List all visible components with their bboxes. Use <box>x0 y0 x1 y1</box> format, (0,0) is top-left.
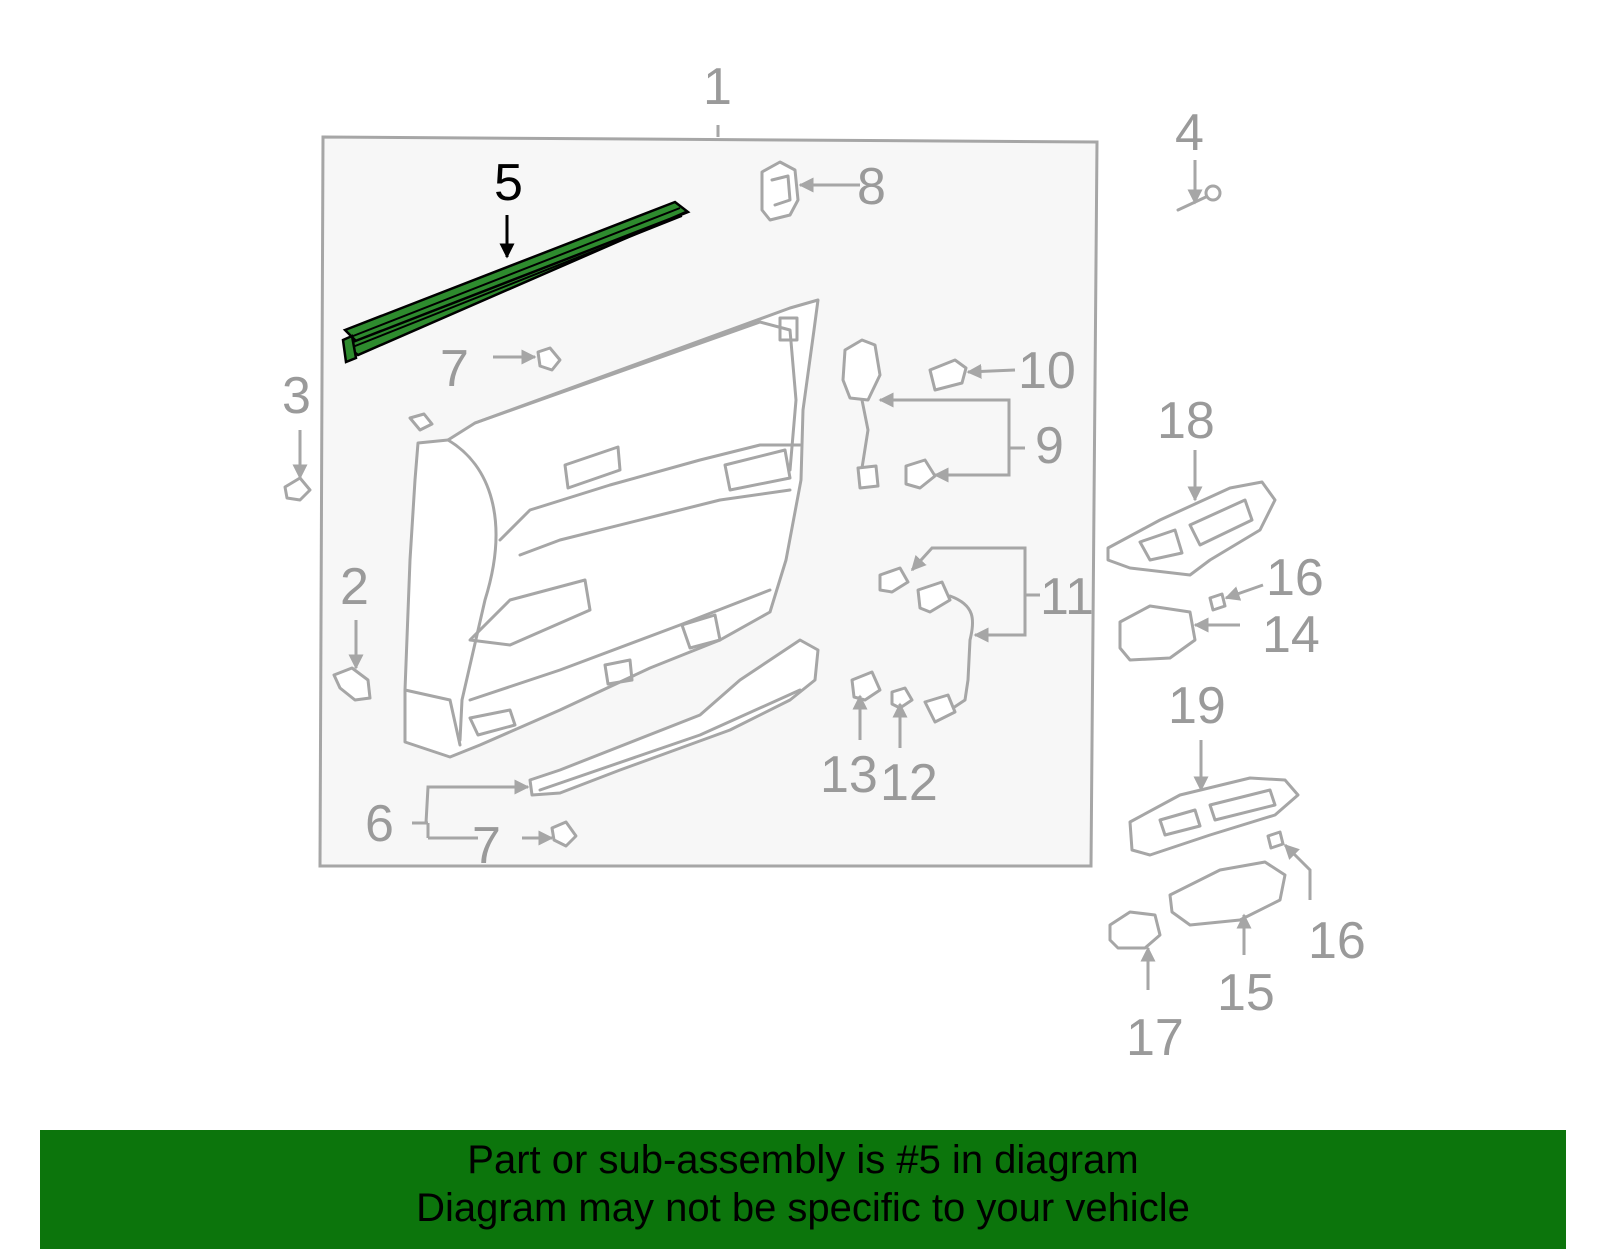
footer-line-part-info: Part or sub-assembly is #5 in diagram <box>467 1138 1139 1182</box>
callout-8: 8 <box>857 158 886 216</box>
panel-clip <box>408 412 434 432</box>
part-8-bezel <box>760 160 800 222</box>
part-16-lower-clip <box>1266 830 1285 850</box>
callout-15: 15 <box>1217 964 1275 1022</box>
callout-3: 3 <box>282 367 311 425</box>
callout-6: 6 <box>365 795 394 853</box>
callout-7-upper: 7 <box>440 340 469 398</box>
callout-19: 19 <box>1168 677 1226 735</box>
part-15-switch <box>1168 860 1287 927</box>
callout-16-lower: 16 <box>1308 912 1366 970</box>
callout-13: 13 <box>820 746 878 804</box>
part-7-upper-screw <box>536 346 562 372</box>
callout-14: 14 <box>1262 606 1320 664</box>
part-5-weatherstrip[interactable] <box>341 200 691 364</box>
footer-line-disclaimer: Diagram may not be specific to your vehi… <box>416 1186 1190 1230</box>
callout-2: 2 <box>340 558 369 616</box>
part-16-upper-clip <box>1208 592 1227 612</box>
part-7-lower-screw <box>550 820 578 848</box>
door-trim-panel <box>403 298 820 759</box>
part-11-harness <box>878 566 974 724</box>
callout-9: 9 <box>1035 417 1064 475</box>
callout-5: 5 <box>494 154 523 212</box>
part-17-switch <box>1108 910 1162 950</box>
part-19-bezel <box>1128 776 1300 857</box>
callout-16-upper: 16 <box>1266 549 1324 607</box>
part-10-insert <box>928 358 968 392</box>
part-9-handle <box>841 338 937 490</box>
part-18-bezel <box>1106 480 1277 577</box>
part-13-connector <box>850 670 882 702</box>
callout-18: 18 <box>1157 392 1215 450</box>
callout-10: 10 <box>1018 342 1076 400</box>
part-14-switch <box>1118 604 1197 662</box>
footer-banner: Part or sub-assembly is #5 in diagram Di… <box>40 1130 1566 1249</box>
callout-11: 11 <box>1040 568 1094 626</box>
part-6-armrest <box>528 638 820 797</box>
callout-12: 12 <box>880 754 938 812</box>
part-3-clip <box>283 476 312 502</box>
callout-4: 4 <box>1175 104 1204 162</box>
callout-17: 17 <box>1126 1009 1184 1067</box>
callout-1: 1 <box>703 58 732 116</box>
leader-lines <box>292 160 1312 990</box>
part-4-screw <box>1176 184 1222 212</box>
callout-7-lower: 7 <box>472 817 501 875</box>
